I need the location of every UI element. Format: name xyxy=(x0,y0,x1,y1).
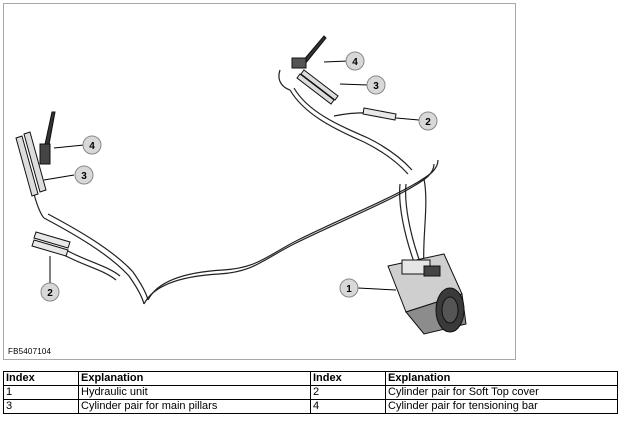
legend-header-row: Index Explanation Index Explanation xyxy=(3,371,618,386)
callout-label: 2 xyxy=(47,288,53,299)
callout-3-left: 3 xyxy=(74,165,94,185)
callout-2-left: 2 xyxy=(40,282,60,302)
legend-index: 2 xyxy=(310,385,386,400)
callout-1-hydraulic-unit: 1 xyxy=(339,278,359,298)
callout-3-right: 3 xyxy=(366,75,386,95)
legend-table: Index Explanation Index Explanation 1 Hy… xyxy=(3,371,618,414)
right-cylinder-pair-softtop-cover xyxy=(362,107,397,121)
header-index: Index xyxy=(3,371,79,386)
left-cylinder-pair-tensioning-bar xyxy=(39,111,56,165)
callout-label: 3 xyxy=(81,171,87,182)
legend-explanation: Cylinder pair for tensioning bar xyxy=(385,399,618,414)
header-explanation: Explanation xyxy=(385,371,618,386)
left-cylinder-pair-main-pillars xyxy=(15,131,47,197)
legend-explanation: Cylinder pair for Soft Top cover xyxy=(385,385,618,400)
legend-row: 3 Cylinder pair for main pillars 4 Cylin… xyxy=(3,399,618,414)
header-index: Index xyxy=(310,371,386,386)
right-cylinder-pair-main-pillars xyxy=(296,69,339,105)
hydraulic-system-diagram: 1 2 2 3 3 4 4 xyxy=(15,35,467,335)
left-cylinder-pair-softtop-cover xyxy=(31,231,71,257)
figure-code: FB5407104 xyxy=(8,347,52,356)
callout-label: 3 xyxy=(373,81,379,92)
legend-explanation: Hydraulic unit xyxy=(78,385,311,400)
figure-frame: 1 2 2 3 3 4 4 xyxy=(3,3,516,360)
callout-4-left: 4 xyxy=(82,135,102,155)
callout-label: 4 xyxy=(352,57,358,68)
callout-4-right: 4 xyxy=(345,51,365,71)
callout-label: 4 xyxy=(89,141,95,152)
legend-index: 3 xyxy=(3,399,79,414)
legend-index: 1 xyxy=(3,385,79,400)
callouts: 1 2 2 3 3 4 4 xyxy=(40,51,438,302)
right-cylinder-pair-tensioning-bar xyxy=(291,35,327,69)
legend-index: 4 xyxy=(310,399,386,414)
header-explanation: Explanation xyxy=(78,371,311,386)
leader-lines xyxy=(43,60,420,291)
callout-label: 2 xyxy=(425,117,431,128)
callout-2-right: 2 xyxy=(418,111,438,131)
hydraulic-unit xyxy=(387,253,467,335)
hydraulic-lines xyxy=(33,69,439,305)
legend-row: 1 Hydraulic unit 2 Cylinder pair for Sof… xyxy=(3,385,618,400)
callout-label: 1 xyxy=(346,284,352,295)
legend-explanation: Cylinder pair for main pillars xyxy=(78,399,311,414)
